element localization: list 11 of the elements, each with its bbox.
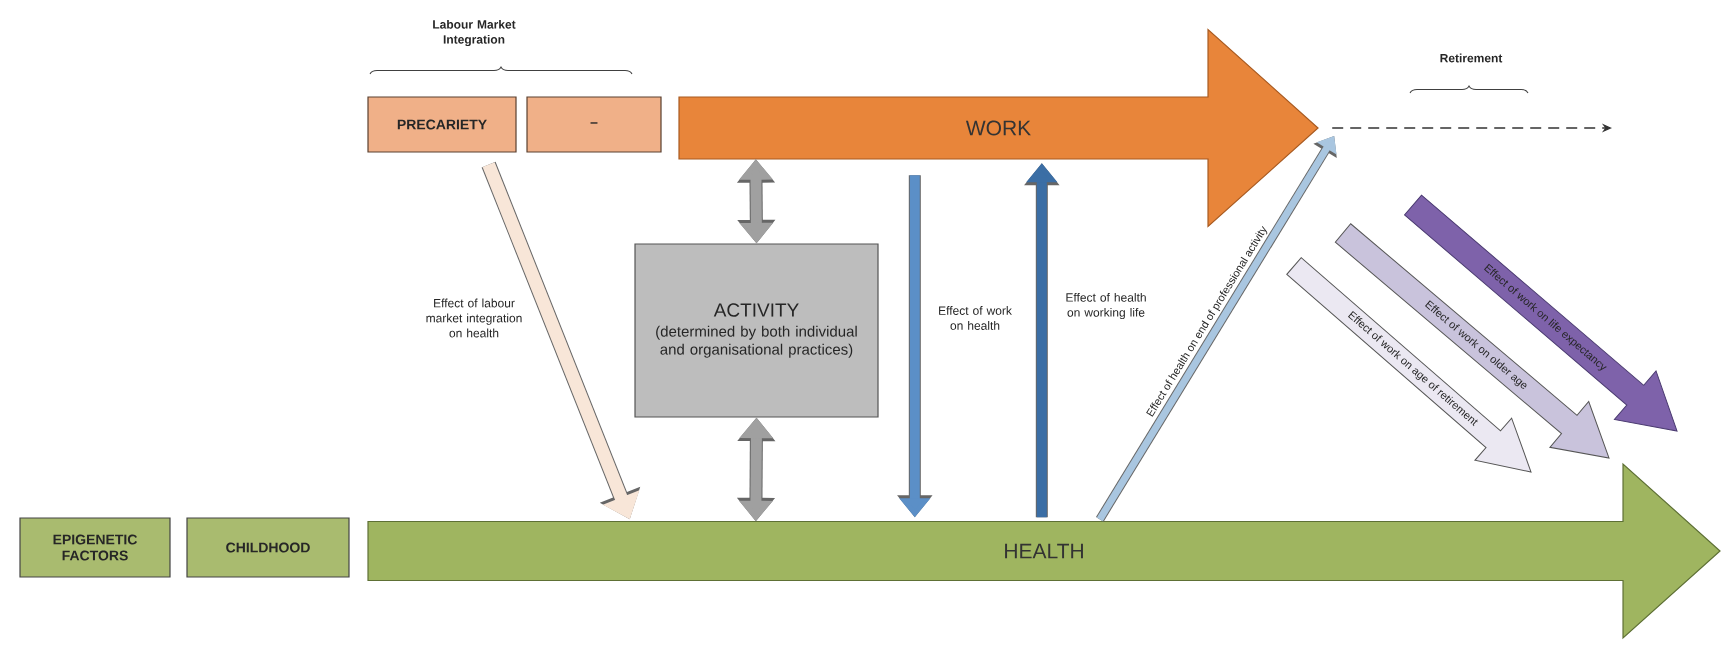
group-label: Retirement (1440, 53, 1503, 63)
edge-label: Effect of labour market integration on health (426, 298, 522, 338)
text-box: EPIGENETIC FACTORS (19, 517, 171, 578)
activity-box: ACTIVITY (determined by both individual and organisational practices) (634, 243, 879, 418)
text-box: CHILDHOOD (186, 517, 350, 578)
arrow (1095, 136, 1337, 522)
edge-label: Effect of work on health (939, 306, 1012, 330)
edge-label: Effect of health on working life (1066, 292, 1146, 320)
group-label: Labour Market Integration (433, 19, 516, 47)
text-box: PRECARIETY (367, 96, 517, 153)
text-box: – (526, 96, 662, 153)
